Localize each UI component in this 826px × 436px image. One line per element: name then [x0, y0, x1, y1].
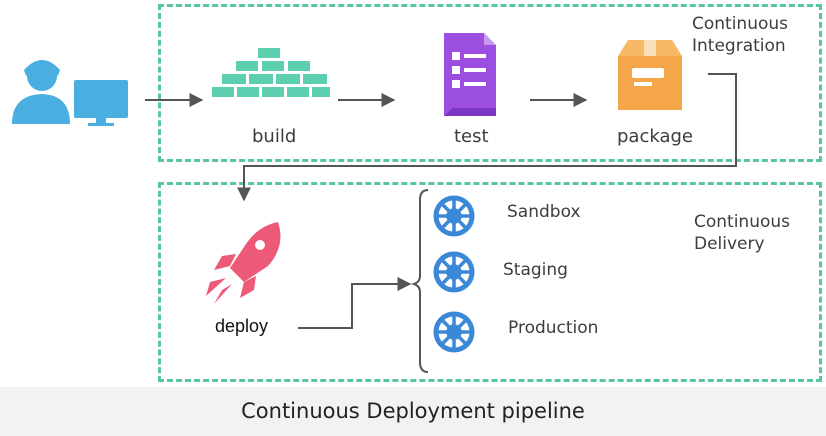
environment-brace — [410, 189, 429, 373]
kubernetes-helm-icon — [433, 311, 475, 353]
package-label: package — [617, 126, 693, 147]
rocket-icon — [206, 222, 281, 304]
bricks-icon — [212, 48, 330, 97]
ci-title: Continuous Integration — [692, 13, 788, 57]
environment-production-label: Production — [508, 318, 599, 338]
arrow-package-to-deploy — [237, 73, 737, 202]
environment-staging-label: Staging — [503, 260, 568, 280]
cd-title: Continuous Delivery — [694, 211, 790, 255]
kubernetes-helm-icon — [433, 251, 475, 293]
test-label: test — [454, 126, 489, 147]
test-document-icon — [444, 33, 496, 116]
package-box-icon — [618, 40, 682, 110]
deploy-label: deploy — [215, 316, 269, 336]
cd-title-line1: Continuous — [694, 212, 791, 232]
ci-title-line2: Integration — [692, 36, 786, 56]
cd-title-line2: Delivery — [694, 234, 765, 254]
kubernetes-helm-icon — [433, 195, 475, 237]
diagram-caption: Continuous Deployment pipeline — [0, 387, 826, 436]
developer-computer-icon — [12, 60, 128, 126]
ci-title-line1: Continuous — [692, 14, 789, 34]
cd-box — [158, 182, 822, 382]
build-label: build — [252, 126, 297, 147]
ci-box — [158, 4, 822, 162]
arrow-deploy-to-environments — [298, 277, 412, 329]
environment-sandbox-label: Sandbox — [507, 202, 581, 222]
